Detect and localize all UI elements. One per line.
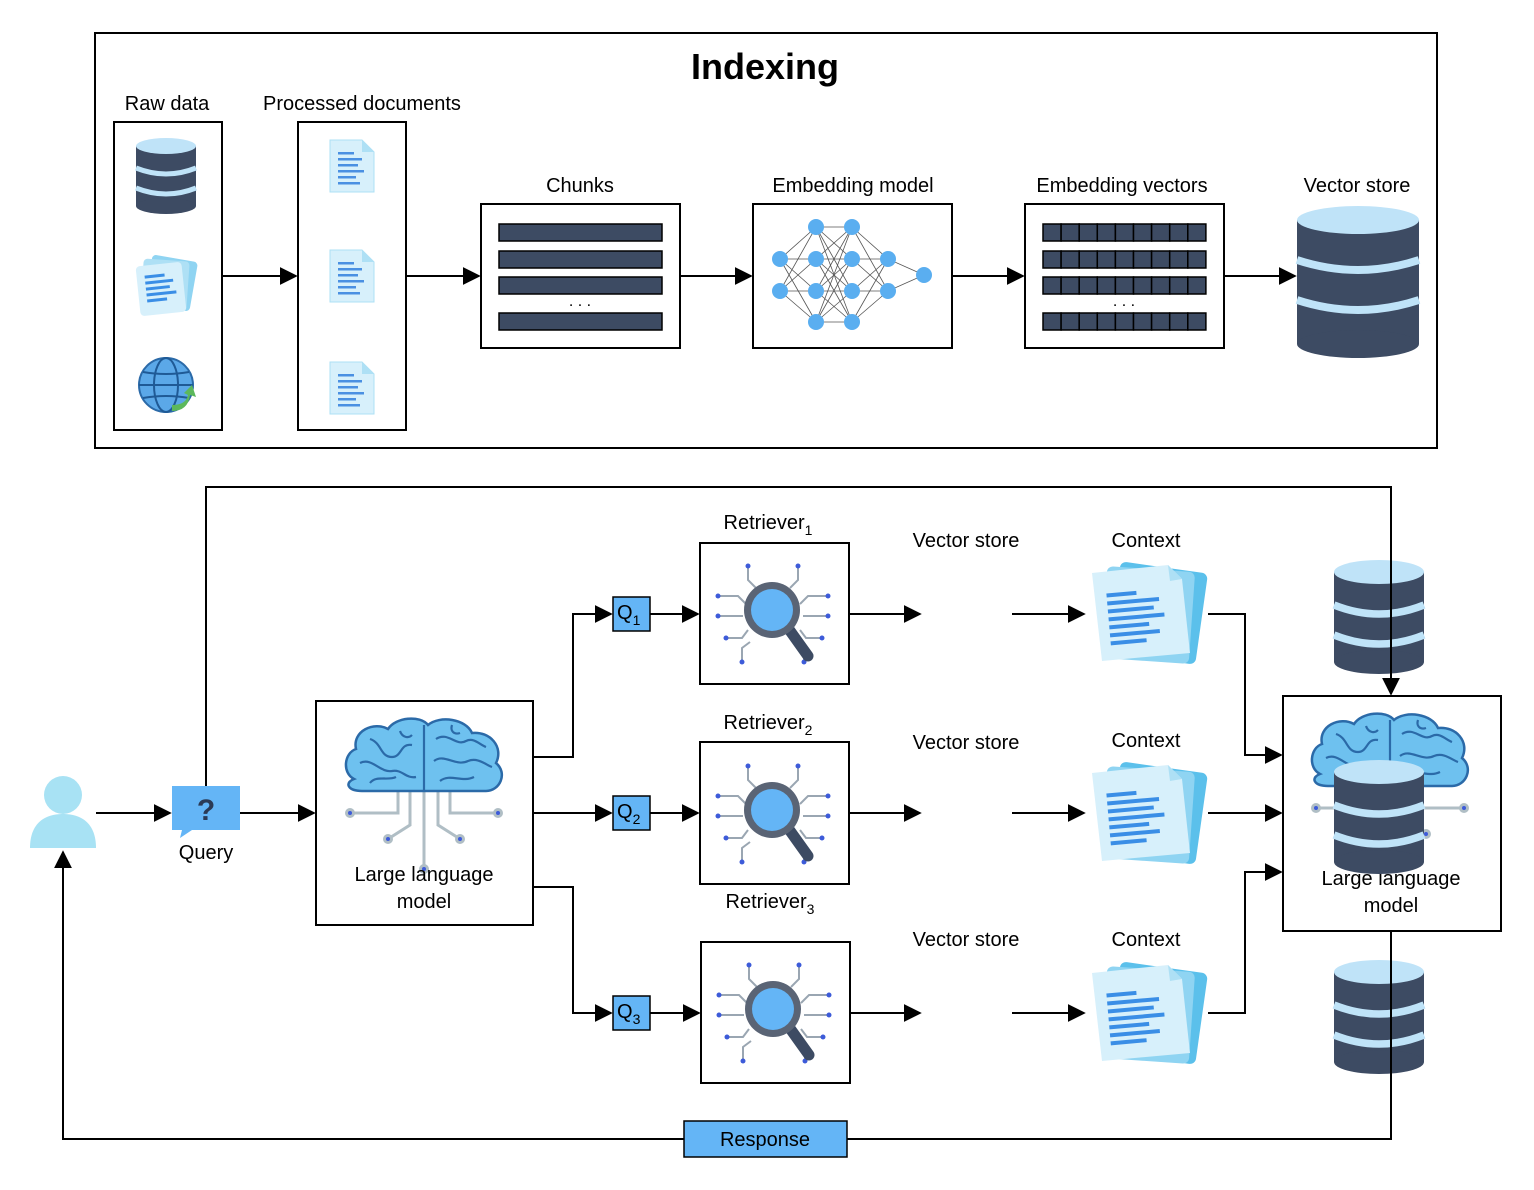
vector-cell xyxy=(1096,276,1117,295)
context-1-label: Context xyxy=(1112,530,1181,552)
vector-cell xyxy=(1060,223,1080,242)
chunks-label: Chunks xyxy=(546,175,614,197)
vector-cell xyxy=(1096,312,1117,331)
vector-cell xyxy=(1150,276,1171,295)
llm-right-line2: model xyxy=(1364,895,1418,917)
embedding-vectors-label: Embedding vectors xyxy=(1036,175,1207,197)
vector-cell xyxy=(1114,276,1135,295)
vector-cell xyxy=(1060,250,1080,269)
context-documents-icon xyxy=(1092,561,1208,665)
vector-cell xyxy=(1168,312,1189,331)
vector-cell xyxy=(1078,312,1099,331)
user-icon xyxy=(30,776,96,848)
documents-icon xyxy=(135,255,198,316)
vector-cell xyxy=(1042,312,1062,331)
response-label: Response xyxy=(720,1129,810,1151)
chunks-ellipsis: . . . xyxy=(569,293,591,310)
vector-store-icon xyxy=(1297,206,1419,358)
embedding-model-label: Embedding model xyxy=(772,175,933,197)
vector-cell xyxy=(1042,250,1062,269)
context-documents-icon xyxy=(1092,761,1208,865)
llm-left-line2: model xyxy=(397,891,451,913)
vector-cell xyxy=(1114,223,1135,242)
svg-text:?: ? xyxy=(197,794,215,827)
vector-rows xyxy=(1042,223,1207,331)
retriever-2-label: Retriever2 xyxy=(724,712,813,738)
q2-label: Q2 xyxy=(617,801,641,827)
vector-cell xyxy=(1060,312,1080,331)
vector-cell xyxy=(1096,250,1117,269)
vector-cell xyxy=(1150,223,1171,242)
llm-left-line1: Large language xyxy=(354,864,493,886)
llm-right-line1: Large language xyxy=(1321,868,1460,890)
chunk-bar xyxy=(498,223,663,242)
vector-cell xyxy=(1132,223,1153,242)
document-icon xyxy=(329,361,375,415)
vector-store-icon xyxy=(1334,760,1424,874)
arrow xyxy=(54,850,684,1140)
arrow xyxy=(205,486,1400,786)
vector-store-3-label: Vector store xyxy=(913,929,1020,951)
raw-data-label: Raw data xyxy=(125,93,210,115)
q2-box xyxy=(612,795,651,831)
context-documents-icon xyxy=(1092,961,1208,1065)
vector-cell xyxy=(1042,223,1062,242)
vector-cell xyxy=(1187,223,1207,242)
document-icon xyxy=(329,139,375,193)
vector-cell xyxy=(1078,250,1099,269)
vector-cell xyxy=(1187,250,1207,269)
neural-network-icon xyxy=(772,219,932,330)
processed-documents-label: Processed documents xyxy=(263,93,461,115)
vector-cell xyxy=(1150,250,1171,269)
indexing-frame xyxy=(94,32,1438,449)
chunk-bar xyxy=(498,312,663,331)
arrow xyxy=(1208,863,1283,1014)
vector-store-label: Vector store xyxy=(1304,175,1411,197)
vector-cell xyxy=(1168,250,1189,269)
vector-cell xyxy=(1078,223,1099,242)
q3-box xyxy=(612,995,651,1031)
chunk-bar xyxy=(498,250,663,269)
vector-cell xyxy=(1132,250,1153,269)
retriever-3-label: Retriever3 xyxy=(726,891,815,917)
indexing-title: Indexing xyxy=(691,46,839,87)
vector-cell xyxy=(1132,312,1153,331)
context-3-label: Context xyxy=(1112,929,1181,951)
arrow xyxy=(1208,613,1283,764)
database-icon xyxy=(136,138,196,214)
vector-store-2-label: Vector store xyxy=(913,732,1020,754)
vector-cell xyxy=(1114,250,1135,269)
vector-cell xyxy=(1060,276,1080,295)
vector-cell xyxy=(1114,312,1135,331)
vector-cell xyxy=(1168,276,1189,295)
vector-cell xyxy=(1187,312,1207,331)
vectors-ellipsis: . . . xyxy=(1113,293,1135,310)
q1-label: Q1 xyxy=(617,602,641,628)
vector-cell xyxy=(1132,276,1153,295)
vector-store-1-label: Vector store xyxy=(913,530,1020,552)
vector-cell xyxy=(1150,312,1171,331)
document-icon xyxy=(329,249,375,303)
q1-box xyxy=(612,596,651,632)
response-line xyxy=(847,931,1392,1140)
vector-cell xyxy=(1168,223,1189,242)
arrow xyxy=(533,886,613,1022)
question-bubble-icon: ? xyxy=(172,786,240,838)
query-label: Query xyxy=(179,842,233,864)
arrow xyxy=(533,605,613,758)
retriever-1-label: Retriever1 xyxy=(724,512,813,538)
globe-icon xyxy=(138,357,196,413)
q3-label: Q3 xyxy=(617,1001,641,1027)
vector-cell xyxy=(1042,276,1062,295)
vector-cell xyxy=(1187,276,1207,295)
context-2-label: Context xyxy=(1112,730,1181,752)
vector-cell xyxy=(1078,276,1099,295)
vector-cell xyxy=(1096,223,1117,242)
chunk-bar xyxy=(498,276,663,295)
vector-store-icon xyxy=(1334,960,1424,1074)
vector-store-icon xyxy=(1334,560,1424,674)
